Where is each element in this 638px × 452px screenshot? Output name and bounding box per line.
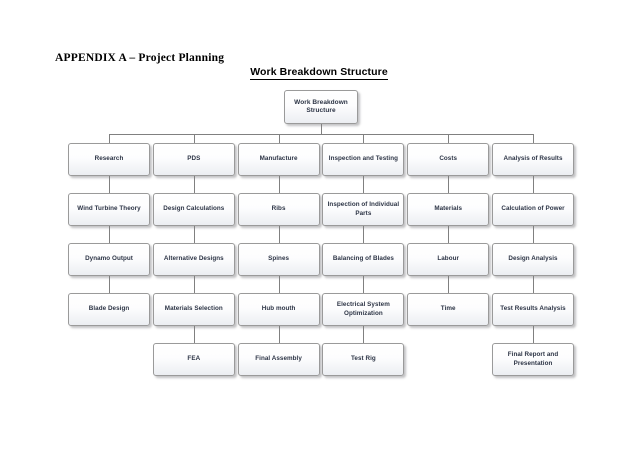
- connector-col1-row2-to-row3: [109, 226, 110, 243]
- node-col6-row4[interactable]: Test Results Analysis: [492, 293, 574, 326]
- node-label: Time: [440, 305, 456, 313]
- node-label: FEA: [187, 355, 201, 363]
- node-col4-row1[interactable]: Inspection and Testing: [322, 143, 405, 176]
- connector-col2-row2-to-row3: [194, 226, 195, 243]
- node-label: Manufacture: [259, 155, 298, 163]
- node-label: PDS: [187, 155, 201, 163]
- chart-heading: Work Breakdown Structure: [0, 66, 638, 80]
- node-label: Work Breakdown Structure: [294, 98, 348, 114]
- node-col1-row3[interactable]: Dynamo Output: [68, 243, 150, 276]
- node-label: Blade Design: [88, 305, 130, 313]
- node-label: Materials: [434, 205, 463, 213]
- connector-col1-row1-to-row2: [109, 176, 110, 193]
- node-col1-row4[interactable]: Blade Design: [68, 293, 150, 326]
- connector-col3-row4-to-row5: [279, 326, 280, 343]
- node-col2-row4[interactable]: Materials Selection: [152, 293, 235, 326]
- connector-col6-row2-to-row3: [533, 226, 534, 243]
- connector-col3-row2-to-row3: [279, 226, 280, 243]
- node-col4-row3[interactable]: Balancing of Blades: [322, 243, 405, 276]
- connector-col2-row3-to-row4: [194, 276, 195, 293]
- connector-bus-drop-col5: [448, 134, 449, 143]
- connector-root-stem: [321, 124, 322, 134]
- node-label: Inspection of Individual Parts: [327, 201, 400, 217]
- connector-col5-row3-to-row4: [448, 276, 449, 293]
- node-label: Costs: [439, 155, 458, 163]
- node-col4-row4[interactable]: Electrical System Optimization: [322, 293, 405, 326]
- node-label: Test Results Analysis: [500, 305, 566, 313]
- node-label: Test Rig: [351, 355, 376, 363]
- node-label: Research: [94, 155, 124, 163]
- node-col2-row5[interactable]: FEA: [152, 343, 235, 376]
- node-label: Design Calculations: [163, 205, 225, 213]
- node-label: Balancing of Blades: [332, 255, 394, 263]
- node-label: Analysis of Results: [503, 155, 563, 163]
- node-col2-row1[interactable]: PDS: [152, 143, 235, 176]
- node-col3-row4[interactable]: Hub mouth: [237, 293, 320, 326]
- connector-col6-row1-to-row2: [533, 176, 534, 193]
- node-col4-row5[interactable]: Test Rig: [322, 343, 405, 376]
- node-col5-row1[interactable]: Costs: [407, 143, 490, 176]
- node-col4-row2[interactable]: Inspection of Individual Parts: [322, 193, 405, 226]
- connector-col4-row2-to-row3: [363, 226, 364, 243]
- connector-bus-drop-col1: [109, 134, 110, 143]
- connector-col4-row4-to-row5: [363, 326, 364, 343]
- node-col3-row1[interactable]: Manufacture: [237, 143, 320, 176]
- connector-col6-row4-to-row5: [533, 326, 534, 343]
- node-col3-row3[interactable]: Spines: [237, 243, 320, 276]
- node-label: Wind Turbine Theory: [77, 205, 141, 213]
- node-col1-row2[interactable]: Wind Turbine Theory: [68, 193, 150, 226]
- connector-col4-row3-to-row4: [363, 276, 364, 293]
- connector-bus-drop-col3: [279, 134, 280, 143]
- node-label: Alternative Designs: [163, 255, 224, 263]
- node-col3-row5[interactable]: Final Assembly: [237, 343, 320, 376]
- node-label: Dynamo Output: [85, 255, 133, 263]
- node-col5-row4[interactable]: Time: [407, 293, 490, 326]
- node-label: Design Analysis: [508, 255, 558, 263]
- node-label: Spines: [268, 255, 290, 263]
- connector-col5-row2-to-row3: [448, 226, 449, 243]
- node-label: Labour: [437, 255, 459, 263]
- node-label: Calculation of Power: [501, 205, 565, 213]
- node-col6-row1[interactable]: Analysis of Results: [492, 143, 574, 176]
- node-col6-row2[interactable]: Calculation of Power: [492, 193, 574, 226]
- connector-col1-row3-to-row4: [109, 276, 110, 293]
- node-label: Inspection and Testing: [328, 155, 398, 163]
- node-label: Final Report and Presentation: [507, 351, 559, 367]
- node-col1-row1[interactable]: Research: [68, 143, 150, 176]
- connector-col6-row3-to-row4: [533, 276, 534, 293]
- node-label: Final Assembly: [255, 355, 302, 363]
- chart-heading-text: Work Breakdown Structure: [250, 66, 388, 80]
- connector-col3-row1-to-row2: [279, 176, 280, 193]
- connector-bus: [109, 134, 533, 135]
- connector-bus-drop-col2: [194, 134, 195, 143]
- connector-bus-drop-col6: [533, 134, 534, 143]
- node-col2-row3[interactable]: Alternative Designs: [152, 243, 235, 276]
- node-label: Materials Selection: [164, 305, 223, 313]
- node-label: Electrical System Optimization: [336, 301, 390, 317]
- connector-col4-row1-to-row2: [363, 176, 364, 193]
- connector-col5-row1-to-row2: [448, 176, 449, 193]
- node-col2-row2[interactable]: Design Calculations: [152, 193, 235, 226]
- node-root[interactable]: Work Breakdown Structure: [284, 90, 358, 124]
- node-col3-row2[interactable]: Ribs: [237, 193, 320, 226]
- appendix-title: APPENDIX A – Project Planning: [55, 52, 225, 64]
- node-label: Ribs: [271, 205, 286, 213]
- node-col6-row5[interactable]: Final Report and Presentation: [492, 343, 574, 376]
- node-col5-row2[interactable]: Materials: [407, 193, 490, 226]
- connector-col2-row4-to-row5: [194, 326, 195, 343]
- connector-bus-drop-col4: [363, 134, 364, 143]
- node-col6-row3[interactable]: Design Analysis: [492, 243, 574, 276]
- connector-col2-row1-to-row2: [194, 176, 195, 193]
- node-label: Hub mouth: [261, 305, 296, 313]
- connector-col3-row3-to-row4: [279, 276, 280, 293]
- node-col5-row3[interactable]: Labour: [407, 243, 490, 276]
